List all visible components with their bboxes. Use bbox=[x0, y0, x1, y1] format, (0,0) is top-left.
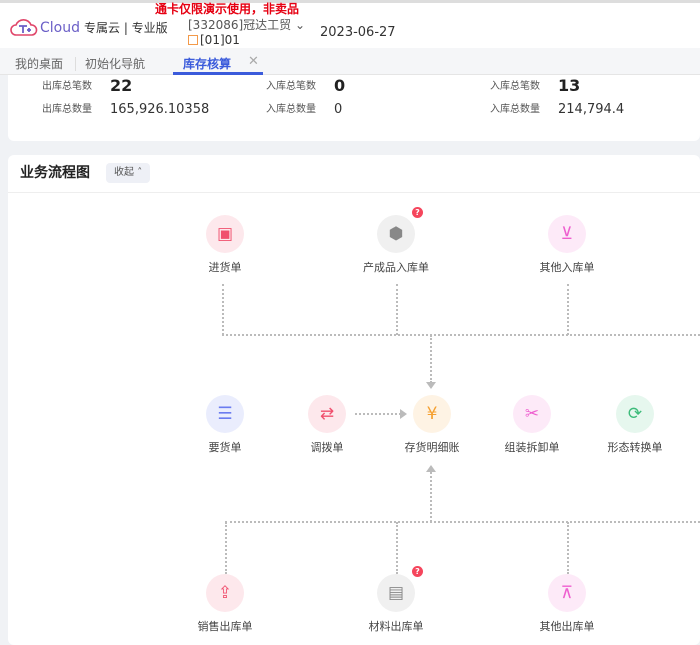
connector-line bbox=[355, 413, 401, 415]
tab-inventory-accounting[interactable]: 库存核算 bbox=[183, 57, 232, 71]
stat-label: 入库总笔数 bbox=[266, 81, 316, 92]
flow-node[interactable]: ▣ 进货单 bbox=[175, 215, 275, 274]
assemble-icon: ✂ bbox=[513, 395, 551, 433]
account-book[interactable]: [01]01 bbox=[188, 33, 240, 47]
tab-divider bbox=[75, 57, 76, 71]
arrow-right-icon bbox=[400, 409, 407, 419]
stat-label: 入库总数量 bbox=[266, 104, 316, 115]
tab-my-desktop[interactable]: 我的桌面 bbox=[15, 57, 64, 71]
connector-line bbox=[222, 334, 700, 336]
chevron-up-icon: ˄ bbox=[137, 167, 143, 178]
flow-node[interactable]: ▤? 材料出库单 bbox=[346, 566, 446, 633]
flow-node-label: 销售出库单 bbox=[197, 620, 253, 633]
tab-init-guide[interactable]: 初始化导航 bbox=[85, 57, 146, 71]
basket-in-icon: ⊻ bbox=[548, 215, 586, 253]
ledger-icon: ¥ bbox=[413, 395, 451, 433]
connector-line bbox=[225, 522, 227, 574]
stats-card: 出库总笔数 22 出库总数量 165,926.10358 入库总笔数 0 入库总… bbox=[8, 75, 700, 141]
connector-line bbox=[396, 284, 398, 335]
stat-value: 22 bbox=[110, 76, 133, 95]
stat-value: 0 bbox=[334, 102, 343, 117]
cart-box-icon: ▣ bbox=[206, 215, 244, 253]
flow-node[interactable]: ⊻ 其他入库单 bbox=[517, 215, 617, 274]
connector-line bbox=[430, 335, 432, 383]
help-badge-icon[interactable]: ? bbox=[412, 566, 423, 577]
flow-node-label: 形态转换单 bbox=[607, 441, 663, 454]
flow-node-label: 其他入库单 bbox=[539, 261, 595, 274]
edition-label: 专属云 | 专业版 bbox=[84, 21, 168, 35]
cubes-icon: ⬢ bbox=[377, 215, 415, 253]
flow-node-label: 要货单 bbox=[208, 441, 242, 454]
flow-node[interactable]: ☰ 要货单 bbox=[175, 395, 275, 454]
flow-title: 业务流程图 bbox=[20, 165, 90, 181]
stat-label: 入库总数量 bbox=[490, 104, 540, 115]
flow-node-label: 产成品入库单 bbox=[363, 261, 429, 274]
flow-node-label: 调拨单 bbox=[310, 441, 344, 454]
collapse-button[interactable]: 收起 ˄ bbox=[106, 163, 151, 183]
connector-line bbox=[396, 522, 398, 574]
account-book-icon bbox=[188, 35, 198, 45]
stat-value: 214,794.4 bbox=[558, 102, 625, 117]
connector-line bbox=[430, 472, 432, 522]
transfer-icon: ⇄ bbox=[308, 395, 346, 433]
flow-node-label: 进货单 bbox=[208, 261, 242, 274]
flow-node-label: 存货明细账 bbox=[404, 441, 460, 454]
flow-node[interactable]: ¥ 存货明细账 bbox=[382, 395, 482, 454]
active-tab-indicator bbox=[173, 72, 263, 75]
stat-value: 0 bbox=[334, 76, 346, 95]
company-selector[interactable]: [332086]冠达工贸 ⌄ bbox=[188, 18, 305, 32]
account-book-label: [01]01 bbox=[200, 33, 240, 47]
flow-node[interactable]: ⟳ 形态转换单 bbox=[585, 395, 685, 454]
connector-line bbox=[222, 284, 224, 335]
flow-node-label: 其他出库单 bbox=[539, 620, 595, 633]
close-tab-icon[interactable]: ✕ bbox=[248, 54, 259, 69]
flow-node[interactable]: ✂ 组装拆卸单 bbox=[482, 395, 582, 454]
stat-value: 13 bbox=[558, 76, 581, 95]
connector-line bbox=[567, 522, 569, 574]
basket-out-icon: ⊼ bbox=[548, 574, 586, 612]
login-date: 2023-06-27 bbox=[320, 25, 396, 40]
app-header: Cloud 专属云 | 专业版 通卡仅限演示使用，非卖品 [332086]冠达工… bbox=[0, 0, 700, 48]
flow-node-label: 组装拆卸单 bbox=[504, 441, 560, 454]
help-badge-icon[interactable]: ? bbox=[412, 207, 423, 218]
cloud-logo-icon bbox=[10, 17, 38, 39]
arrow-down-icon bbox=[426, 382, 436, 389]
chevron-down-icon: ⌄ bbox=[295, 18, 306, 32]
divider bbox=[8, 192, 700, 193]
scroll-icon: ☰ bbox=[206, 395, 244, 433]
arrow-up-icon bbox=[426, 465, 436, 472]
collapse-label: 收起 bbox=[114, 167, 134, 178]
material-out-icon: ▤ bbox=[377, 574, 415, 612]
convert-icon: ⟳ bbox=[616, 395, 654, 433]
stat-label: 入库总笔数 bbox=[490, 81, 540, 92]
flow-node[interactable]: ⬢? 产成品入库单 bbox=[346, 207, 446, 274]
stat-label: 出库总笔数 bbox=[42, 81, 92, 92]
flow-node[interactable]: ⊼ 其他出库单 bbox=[517, 574, 617, 633]
stat-value: 165,926.10358 bbox=[110, 102, 210, 117]
tab-bar: 我的桌面 初始化导航 库存核算 ✕ bbox=[0, 48, 700, 75]
company-name: [332086]冠达工贸 bbox=[188, 18, 292, 32]
flow-node[interactable]: ⇪ 销售出库单 bbox=[175, 574, 275, 633]
tray-out-icon: ⇪ bbox=[206, 574, 244, 612]
stat-label: 出库总数量 bbox=[42, 104, 92, 115]
connector-line bbox=[567, 284, 569, 335]
flow-node-label: 材料出库单 bbox=[368, 620, 424, 633]
logo: Cloud 专属云 | 专业版 bbox=[10, 18, 168, 38]
demo-notice: 通卡仅限演示使用，非卖品 bbox=[155, 2, 300, 16]
brand-name: Cloud bbox=[40, 20, 80, 36]
connector-line bbox=[225, 521, 700, 523]
flow-node[interactable]: ⇄ 调拨单 bbox=[277, 395, 377, 454]
